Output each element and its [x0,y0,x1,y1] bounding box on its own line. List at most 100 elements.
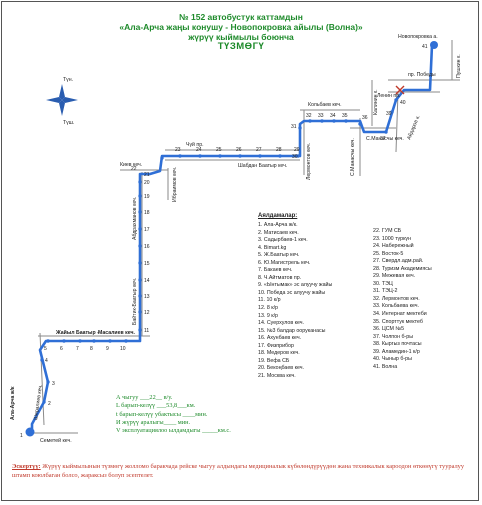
svg-text:8: 8 [90,346,93,352]
stop-list-item: 33. Кольбаева кеч. [373,303,419,310]
svg-text:10: 10 [120,346,126,352]
street-baytik: Байтик-Баатыр кеч. [131,278,138,325]
stop-list-item: 15. №3 балдар ооруканасы [258,327,326,334]
street-kalinin: Калинин к. [373,89,379,115]
svg-text:6: 6 [60,346,63,352]
stop-list-item: 37. Чолпон б-ры [373,333,414,340]
stop-list-item: 35. Спорттук мектеб [373,318,423,325]
street-aydarov: Айдаров к. [405,114,421,141]
svg-text:35: 35 [342,113,348,119]
svg-text:20: 20 [144,180,150,186]
street-novopokrovka: Новопокровка а. [398,34,438,40]
stop-list-item: 19. Вефа СБ [258,357,290,364]
street-kolbaev: Кольбаев кеч. [308,102,342,108]
svg-text:34: 34 [330,113,336,119]
stop-list-item: 14. Суерхулов кеч. [258,320,305,327]
stop-list-item: 3. Садырбаев-1 кеч. [258,237,308,244]
stop-list-item: 6. Ю.Магистрель кеч. [258,259,311,266]
stop-list-item: 40. Чыныр б-ры [373,356,412,363]
svg-text:21: 21 [144,172,150,178]
stop-list-item: 11. 10 к/р [258,297,281,304]
title-line-2: «Ала-Арча жаңы конушу - Новопокровка айы… [119,22,363,32]
stop-list-item: 39. Аламедин-1 к/р [373,348,420,355]
stop-list-item: 41. Волна [373,363,398,370]
svg-text:31: 31 [291,124,297,130]
stops-title: Аялдамалар: [258,213,298,219]
stop-list-item: 12. 8 к/р [258,305,278,312]
route-end-marker[interactable] [430,41,438,49]
stop-list-item: 30. ТЭЦ [373,280,393,287]
stop-list-item: 8. Ч.Айтматов пр. [258,274,302,281]
stop-list-item: 31. ТЭЦ-2 [373,288,398,295]
svg-text:33: 33 [318,113,324,119]
title-line-4: ТҮЗМӨГҮ [217,41,265,52]
svg-text:12: 12 [144,310,150,316]
stop-list-item: 16. Ахунбаев кеч. [258,335,302,342]
street-manas: С.Манасчы кеч. [350,138,356,176]
title-line-1: № 152 автобустук каттамдын [179,12,303,22]
warning-note: Эскертүү: Жүрүү кыймылынын түзмөгү жолло… [12,462,470,480]
info-line-5: V эксплуатациялоо ылдамдыгы _____км.с. [116,427,231,435]
stop-number-labels: 1 2 3 4 5 6 7 8 9 10 11 12 13 14 15 16 1… [20,44,428,439]
stop-list-item: 18. Медеров кеч. [258,350,300,357]
svg-text:16: 16 [144,244,150,250]
street-ala-archa: Ала-Арча ж/к [10,386,16,420]
svg-text:3: 3 [52,381,55,387]
street-semetey: Семетей кеч. [40,437,72,444]
svg-text:23: 23 [175,147,181,153]
svg-text:28: 28 [276,147,282,153]
stop-list-item: 22. ГУМ СБ [373,228,402,234]
svg-text:17: 17 [144,227,150,233]
stop-list-item: 21. Москва кеч. [258,372,296,379]
svg-text:29: 29 [294,147,300,153]
compass-rose-icon: Түн. Түш. [46,77,78,126]
info-line-3: t барып-келүү убактысы ____мин. [116,410,208,418]
stop-list-item: 5. Ж.Баатыр кеч. [258,252,300,259]
info-line-1: А чыгуу ___22__ в/у. [116,394,173,401]
svg-text:26: 26 [236,147,242,153]
street-labels: Ала-Арча ж/к Семетей кеч. Шералиев кеч. … [10,34,462,444]
street-pushkin: Пушкин к. [456,54,462,78]
route-stop-markers [25,41,438,437]
stop-list-item: 13. 9 к/р [258,312,278,319]
svg-text:18: 18 [144,210,150,216]
stops-list: Аялдамалар: 1. Ала-Арча ж/к.2. Матисаев … [258,213,432,379]
stop-list-item: 2. Матисаев кеч. [258,229,299,236]
street-lenin: Ленин пр. [377,93,401,99]
svg-text:19: 19 [144,194,150,200]
compass-north-label: Түн. [63,77,73,83]
svg-text:4: 4 [45,358,48,364]
svg-text:41: 41 [422,44,428,50]
stop-list-item: 27. Свердл.адм.рай. [373,258,424,265]
svg-text:9: 9 [106,346,109,352]
street-shabdan: Шабдан Баатыр кеч. [238,163,287,169]
stop-list-item: 28. Туризм Академиясы [373,265,432,272]
stop-list-item: 4. Bimart.kg [258,244,287,251]
stop-list-item: 17. Физприбор [258,342,294,349]
route-info: А чыгуу ___22__ в/у. L барып-келүү ___53… [116,394,231,435]
info-line-2: L барып-келүү ___53,8___км. [116,402,196,410]
street-lermontov: Лермонтов кеч. [306,143,312,180]
svg-text:40: 40 [400,100,406,106]
note-label: Эскертүү: [12,463,41,470]
compass-south-label: Түш. [63,120,74,126]
svg-text:30: 30 [292,154,298,160]
stops-column-1: 1. Ала-Арча ж/к.2. Матисаев кеч.3. Садыр… [258,222,368,380]
street-pobedy: пр. Победы [408,72,436,78]
street-manas-2: С.Манасчы кеч. [366,136,404,142]
svg-text:15: 15 [144,261,150,267]
street-sheraliev: Шералиев кеч. [33,384,44,420]
stop-list-item: 34. Интернат мектеби [373,311,427,318]
stop-list-item: 24. Набережный [373,243,414,250]
stop-list-item: 10. Победа эс алуучу жайы [258,289,326,296]
svg-text:39: 39 [386,111,392,117]
route-start-marker[interactable] [25,427,35,437]
svg-text:32: 32 [306,113,312,119]
svg-text:27: 27 [256,147,262,153]
svg-text:13: 13 [144,294,150,300]
stop-list-item: 25. Восток-5 [373,250,404,257]
svg-text:24: 24 [196,147,202,153]
